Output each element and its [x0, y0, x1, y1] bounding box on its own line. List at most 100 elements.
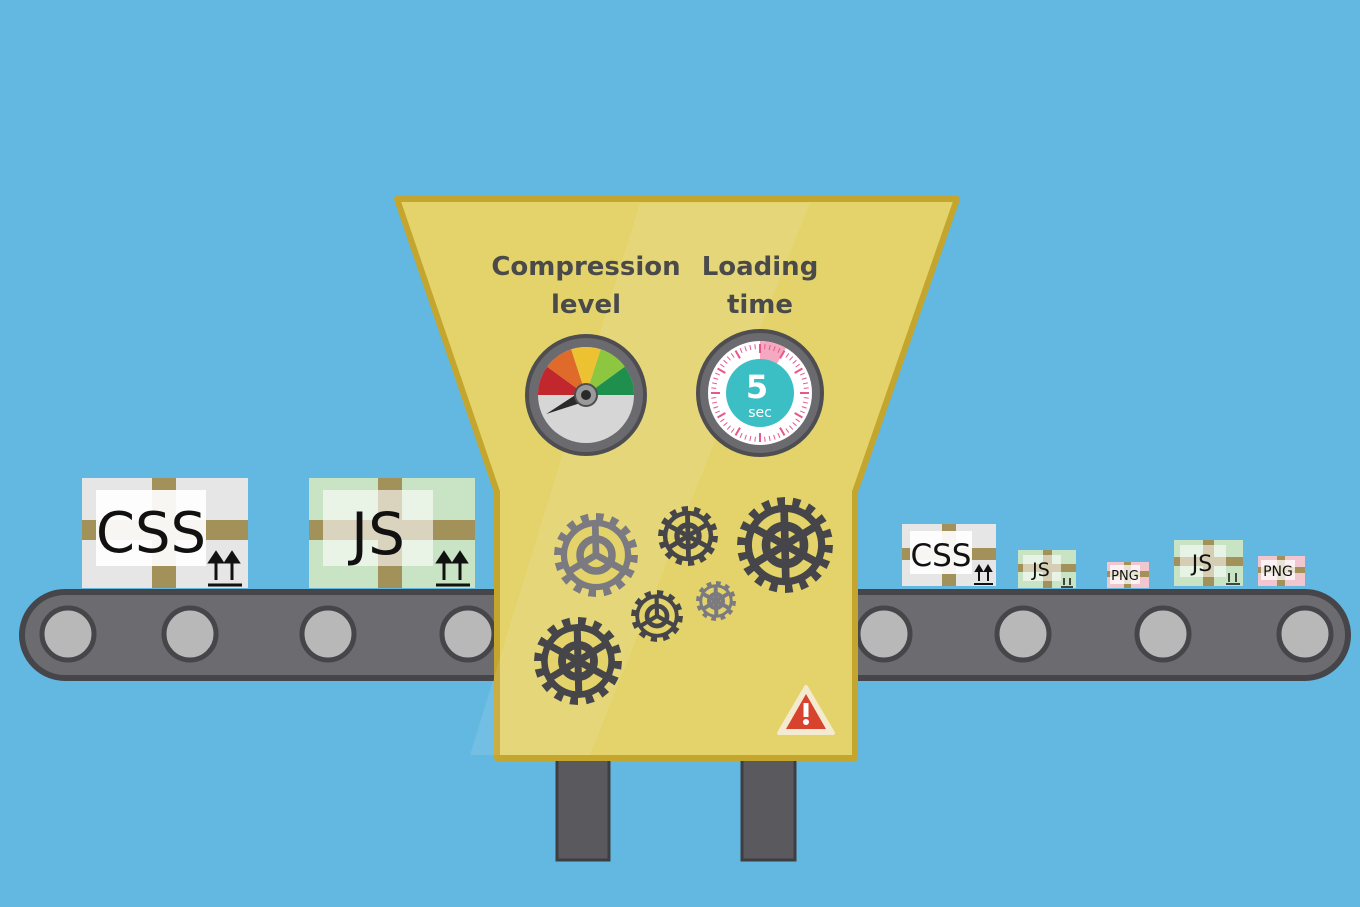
- gears: [534, 497, 833, 705]
- stopwatch-tick: [754, 436, 756, 442]
- stopwatch-tick: [785, 353, 790, 358]
- stopwatch-tick: [739, 432, 743, 438]
- roller: [994, 605, 1052, 663]
- package-label: CSS: [96, 501, 206, 566]
- stopwatch-tick: [715, 372, 721, 376]
- stopwatch-tick: [768, 344, 771, 351]
- this-side-up-icon: [1061, 578, 1073, 588]
- stopwatch-tick: [799, 372, 805, 376]
- stopwatch-tick: [744, 434, 747, 440]
- stopwatch-tick: [801, 377, 807, 380]
- stopwatch-tick: [789, 425, 794, 430]
- package-out: CSS: [902, 524, 996, 586]
- svg-text:time: time: [727, 290, 793, 320]
- stopwatch-tick: [764, 344, 766, 350]
- warning-triangle-icon: [777, 685, 835, 735]
- stopwatch-tick: [764, 436, 766, 442]
- stopwatch-tick: [720, 418, 725, 423]
- stopwatch-tick: [792, 422, 797, 427]
- gear-icon: [631, 590, 683, 642]
- svg-text:level: level: [551, 290, 621, 320]
- belt-rollers: [39, 605, 1334, 663]
- stopwatch-tick: [777, 432, 781, 438]
- stopwatch-tick: [785, 428, 790, 433]
- stopwatch-tick: [803, 387, 809, 389]
- gear-hub: [761, 521, 809, 569]
- gear-icon: [658, 506, 718, 566]
- stopwatch-tick: [779, 350, 786, 359]
- roller: [1134, 605, 1192, 663]
- package-out: PNG: [1107, 562, 1149, 588]
- package-in: CSS: [82, 478, 248, 588]
- stopwatch-tick: [715, 410, 721, 414]
- stopwatch-tick: [717, 412, 726, 419]
- gear-icon: [737, 497, 833, 593]
- stopwatch-tick: [802, 401, 809, 404]
- stopwatch-tick: [749, 344, 752, 351]
- this-side-up-icon: [974, 564, 993, 585]
- stopwatch-tick: [795, 418, 800, 423]
- stopwatch-tick: [792, 359, 797, 364]
- roller: [299, 605, 357, 663]
- machine-leg: [555, 750, 611, 862]
- stopwatch-tick: [779, 427, 786, 436]
- stopwatch-tick: [734, 350, 741, 359]
- stopwatch-tick: [801, 406, 807, 409]
- package-out: JS: [1018, 550, 1076, 588]
- stopwatch-tick: [723, 359, 728, 364]
- gear-icon: [534, 617, 622, 705]
- stopwatch-tick: [803, 397, 809, 399]
- compression-gauge-title: Compression level: [491, 252, 680, 320]
- package-label: PNG: [1111, 569, 1139, 584]
- gear-hub: [576, 535, 616, 575]
- this-side-up-icon: [207, 550, 242, 587]
- loading-time-stopwatch: 5 sec: [696, 329, 824, 457]
- package-label: CSS: [910, 538, 971, 574]
- stopwatch-tick: [749, 435, 752, 442]
- stopwatch-tick: [794, 367, 803, 374]
- roller: [855, 605, 913, 663]
- stopwatch-tick: [739, 348, 743, 354]
- svg-text:Compression: Compression: [491, 252, 680, 282]
- package-label: PNG: [1263, 564, 1293, 580]
- stopwatch-tick: [713, 377, 719, 380]
- stopwatch-tick: [802, 382, 809, 385]
- roller: [1276, 605, 1334, 663]
- stopwatch-tick: [726, 425, 731, 430]
- stopwatch-tick: [711, 382, 718, 385]
- gear-icon: [696, 581, 736, 621]
- loading-time-value: 5: [746, 368, 768, 406]
- stopwatch-tick: [768, 435, 771, 442]
- gear-hub: [644, 603, 670, 629]
- roller: [161, 605, 219, 663]
- stopwatch-tick: [723, 422, 728, 427]
- machine-legs: [555, 750, 797, 862]
- stopwatch-tick: [711, 387, 717, 389]
- loading-time-unit: sec: [748, 405, 772, 421]
- package-label: JS: [1190, 552, 1212, 577]
- stopwatch-tick: [711, 397, 717, 399]
- stopwatch-tick: [773, 434, 776, 440]
- stopwatch-tick: [720, 363, 725, 368]
- stopwatch-tick: [789, 356, 794, 361]
- this-side-up-icon: [1226, 573, 1240, 585]
- gear-hub: [674, 522, 702, 550]
- stopwatch-tick: [795, 363, 800, 368]
- stopwatch-tick: [730, 428, 735, 433]
- stopwatch-tick: [744, 346, 747, 352]
- package-label: JS: [348, 500, 405, 568]
- stopwatch-ticks: [711, 344, 809, 442]
- stopwatch-tick: [730, 353, 735, 358]
- stopwatch-tick: [726, 356, 731, 361]
- package-label: JS: [1031, 559, 1050, 581]
- stopwatch-tick: [717, 367, 726, 374]
- stopwatch-tick: [794, 412, 803, 419]
- package-out: PNG: [1258, 556, 1305, 586]
- this-side-up-icon: [435, 550, 470, 587]
- gear-icon: [554, 513, 638, 597]
- gear-hub: [707, 592, 725, 610]
- loading-time-title: Loading time: [702, 252, 819, 320]
- stopwatch-tick: [799, 410, 805, 414]
- stopwatch-tick: [754, 344, 756, 350]
